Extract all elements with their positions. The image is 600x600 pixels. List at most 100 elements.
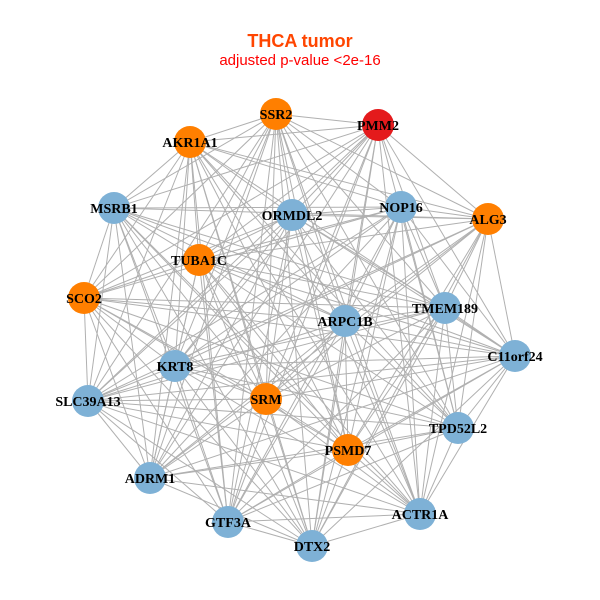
node-ssr2[interactable]: SSR2 xyxy=(260,98,293,130)
node-label: SLC39A13 xyxy=(55,395,120,410)
edge xyxy=(83,297,346,322)
node-label: SCO2 xyxy=(66,292,102,307)
edge xyxy=(113,207,446,309)
edge xyxy=(149,427,459,479)
edge xyxy=(198,113,277,261)
node-circle xyxy=(472,203,504,235)
node-actr1a[interactable]: ACTR1A xyxy=(392,498,450,530)
node-tuba1c[interactable]: TUBA1C xyxy=(171,244,227,276)
node-circle xyxy=(442,412,474,444)
node-psmd7[interactable]: PSMD7 xyxy=(325,434,372,466)
node-dtx2[interactable]: DTX2 xyxy=(294,530,331,562)
edge xyxy=(83,297,151,479)
node-msrb1[interactable]: MSRB1 xyxy=(90,192,138,224)
node-label: ACTR1A xyxy=(392,508,450,523)
edge xyxy=(189,141,402,208)
node-nop16[interactable]: NOP16 xyxy=(379,191,423,223)
edge xyxy=(487,218,516,357)
node-circle xyxy=(296,530,328,562)
edge xyxy=(344,320,421,515)
edge xyxy=(189,141,349,451)
edge xyxy=(377,124,489,220)
edge xyxy=(83,297,516,357)
edge xyxy=(87,400,421,515)
node-circle xyxy=(250,383,282,415)
node-akr1a1[interactable]: AKR1A1 xyxy=(162,126,218,158)
edge xyxy=(83,297,267,400)
node-srm[interactable]: SRM xyxy=(250,383,282,415)
node-tpd52l2[interactable]: TPD52L2 xyxy=(429,412,487,444)
edge xyxy=(291,214,421,515)
edge xyxy=(291,214,516,357)
node-circle xyxy=(68,282,100,314)
edge xyxy=(113,207,200,261)
edge xyxy=(113,207,346,322)
node-alg3[interactable]: ALG3 xyxy=(469,203,507,235)
edge xyxy=(347,449,421,515)
edge xyxy=(275,113,379,126)
node-label: AKR1A1 xyxy=(162,136,217,151)
edge xyxy=(83,113,277,299)
edge xyxy=(113,141,191,209)
edge xyxy=(265,218,489,400)
node-ormdl2[interactable]: ORMDL2 xyxy=(262,199,323,231)
edge xyxy=(227,513,421,523)
edge xyxy=(174,206,402,367)
edge xyxy=(149,449,349,479)
node-label: MSRB1 xyxy=(90,202,137,217)
edge xyxy=(83,297,229,523)
node-pmm2[interactable]: PMM2 xyxy=(357,109,399,141)
node-c11orf24[interactable]: C11orf24 xyxy=(487,340,543,372)
edge xyxy=(265,214,293,400)
node-slc39a13[interactable]: SLC39A13 xyxy=(55,385,121,417)
node-label: SSR2 xyxy=(260,108,293,123)
node-tmem189[interactable]: TMEM189 xyxy=(412,292,478,324)
edge xyxy=(265,398,313,547)
node-circle xyxy=(276,199,308,231)
edge xyxy=(311,218,489,547)
edge xyxy=(227,307,446,523)
edge xyxy=(198,259,516,357)
node-krt8[interactable]: KRT8 xyxy=(157,350,194,382)
edge xyxy=(83,259,200,299)
edge xyxy=(189,141,489,220)
edge xyxy=(198,259,346,322)
edge xyxy=(87,400,349,451)
edge xyxy=(189,141,293,216)
edge xyxy=(87,206,402,402)
edge xyxy=(444,307,459,429)
edge xyxy=(83,141,191,299)
node-circle xyxy=(332,434,364,466)
node-circle xyxy=(134,462,166,494)
edge xyxy=(265,320,346,400)
node-sco2[interactable]: SCO2 xyxy=(66,282,102,314)
edge xyxy=(87,207,115,402)
node-arpc1b[interactable]: ARPC1B xyxy=(317,305,373,337)
edge xyxy=(198,259,229,523)
node-circle xyxy=(183,244,215,276)
edge xyxy=(113,207,421,515)
edge xyxy=(174,355,516,367)
node-gtf3a[interactable]: GTF3A xyxy=(205,506,252,538)
edge xyxy=(174,365,313,547)
node-label: PMM2 xyxy=(357,119,399,134)
edge xyxy=(189,141,346,322)
edge xyxy=(275,113,459,429)
edge xyxy=(311,449,349,547)
edge xyxy=(189,141,313,547)
edge xyxy=(87,124,379,402)
edge xyxy=(227,320,346,523)
edge xyxy=(87,400,313,547)
edge xyxy=(227,113,277,523)
edge xyxy=(227,206,402,523)
edge xyxy=(265,355,516,400)
edge xyxy=(113,207,516,357)
edge xyxy=(291,206,402,216)
node-label: ARPC1B xyxy=(317,315,372,330)
edge xyxy=(174,214,293,367)
edge xyxy=(149,214,293,479)
node-adrm1[interactable]: ADRM1 xyxy=(125,462,176,494)
edge xyxy=(444,218,489,309)
